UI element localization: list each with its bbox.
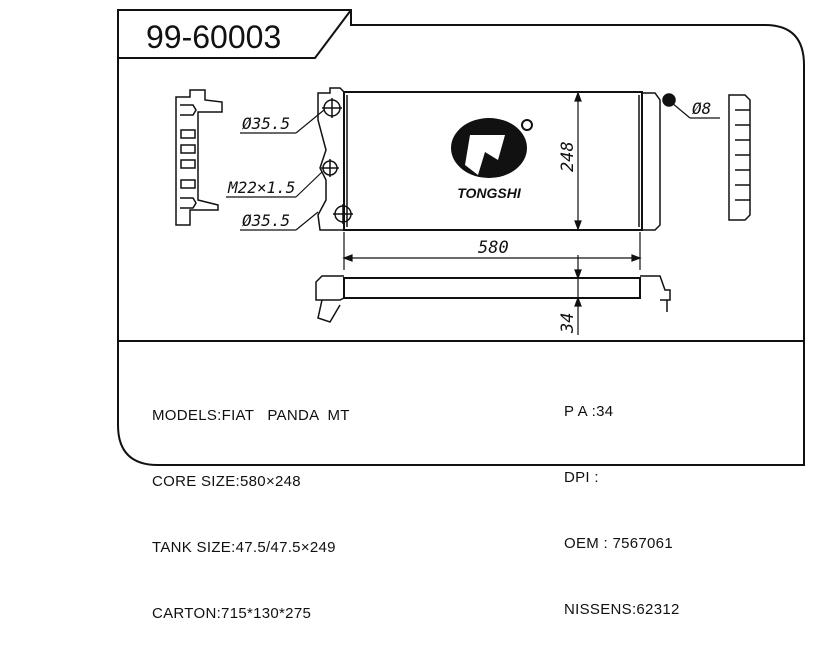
drawing-frame [117,9,805,466]
dim-width: 580 [478,238,509,258]
spec-pa: P A :34 [564,403,614,420]
spec-core-size: CORE SIZE:580×248 [152,473,301,490]
radiator-front-view [317,87,751,231]
spec-models: MODELS:FIAT PANDA MT [152,407,350,424]
technical-drawing: 99-60003 TONGSHI [117,9,805,466]
spec-oem: OEM : 7567061 [564,535,673,552]
dim-thickness: 34 [558,313,578,334]
specs-left: MODELS:FIAT PANDA MT CORE SIZE:580×248 T… [152,361,350,647]
tongshi-logo: TONGSHI [451,118,533,201]
left-tank-side-view [175,89,223,226]
dim-thread: M22×1.5 [227,178,295,197]
dim-outlet: Ø35.5 [242,211,290,230]
title-tab [118,9,352,59]
dim-inlet: Ø35.5 [242,114,290,133]
part-number: 99-60003 [146,19,281,55]
dim-height: 248 [558,141,578,172]
dimension-lines [226,91,720,335]
spec-dpi: DPI : [564,469,599,486]
specs-right: P A :34 DPI : OEM : 7567061 NISSENS:6231… [564,357,680,643]
spec-nissens: NISSENS:62312 [564,601,680,618]
logo-text: TONGSHI [457,185,522,201]
spec-carton: CARTON:715*130*275 [152,605,312,622]
spec-tank-size: TANK SIZE:47.5/47.5×249 [152,539,336,556]
dimension-labels: Ø35.5 M22×1.5 Ø35.5 Ø8 580 248 34 [227,99,711,334]
dim-bleed: Ø8 [692,99,711,118]
radiator-bottom-view [315,275,671,323]
